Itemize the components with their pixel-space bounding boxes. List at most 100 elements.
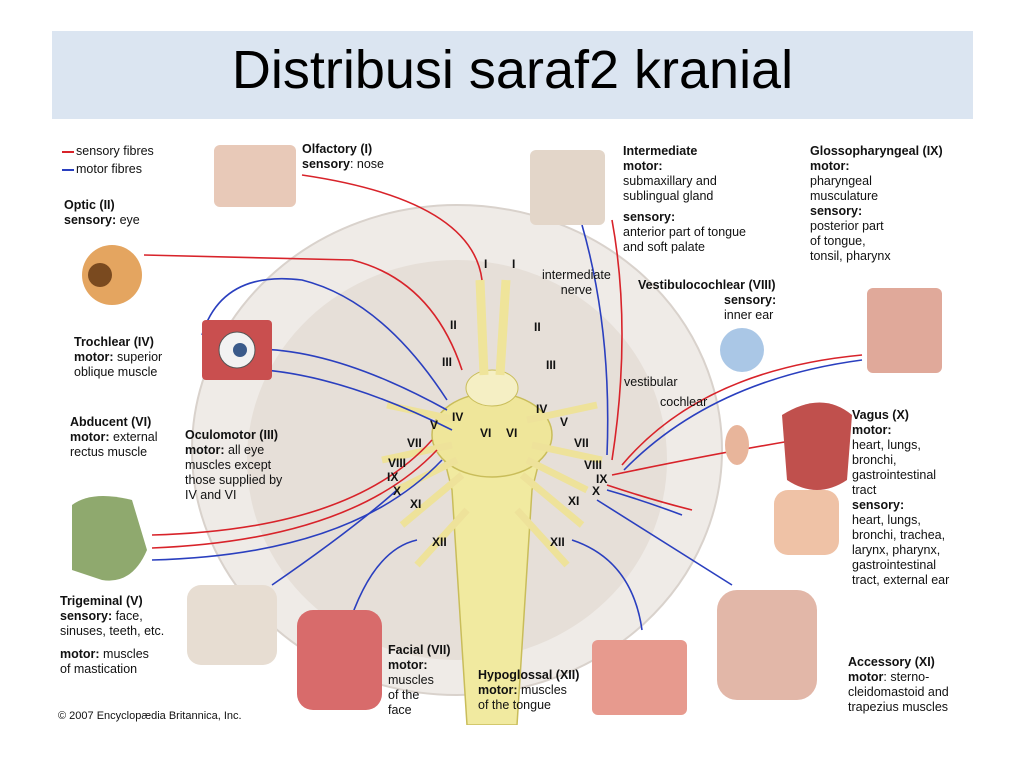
legend-sensory: sensory fibres bbox=[76, 144, 154, 158]
roman-VII-left: VII bbox=[407, 436, 422, 450]
intermediate-nerve-label: intermediate nerve bbox=[542, 268, 611, 298]
vagus-value-3: gastrointestinal bbox=[852, 468, 937, 482]
vestibulocochlear-key: sensory: bbox=[724, 293, 777, 307]
roman-I-right: I bbox=[512, 257, 516, 271]
intermediate-key-2: sensory: bbox=[623, 210, 676, 224]
intermediate-nerve-line-2: nerve bbox=[560, 283, 593, 297]
roman-XII-left: XII bbox=[432, 535, 447, 549]
hypoglossal-value-2: of the tongue bbox=[478, 698, 551, 712]
vagus-key-1: motor: bbox=[852, 423, 892, 437]
pharynx-illustration bbox=[867, 288, 942, 373]
oculomotor-value-1: all eye bbox=[224, 443, 265, 457]
vagus-value-1: heart, lungs, bbox=[852, 438, 921, 452]
roman-X-right: X bbox=[592, 484, 601, 498]
roman-XI-right: XI bbox=[568, 494, 580, 508]
heart-lungs-illustration bbox=[782, 402, 852, 490]
intermediate-value-2: sublingual gland bbox=[623, 189, 714, 203]
abducent-key: motor: bbox=[70, 430, 110, 444]
vagus-label: Vagus (X) motor: heart, lungs, bronchi, … bbox=[852, 408, 949, 588]
roman-III-right: III bbox=[546, 358, 557, 372]
vestibulocochlear-name: Vestibulocochlear (VIII) bbox=[638, 278, 776, 292]
brain-diagram-svg bbox=[62, 145, 942, 725]
vagus-value-8: gastrointestinal bbox=[852, 558, 937, 572]
cochlear-label: cochlear bbox=[660, 395, 708, 409]
optic-chiasm bbox=[465, 369, 519, 407]
roman-VI-left: VI bbox=[480, 426, 492, 440]
optic-key: sensory: bbox=[64, 213, 117, 227]
inner-ear-illustration bbox=[720, 328, 764, 372]
accessory-value-2: cleidomastoid and bbox=[848, 685, 949, 699]
vagus-value-6: bronchi, trachea, bbox=[852, 528, 946, 542]
roman-V-left: V bbox=[430, 418, 439, 432]
trigeminal-key-1: sensory: bbox=[60, 609, 113, 623]
glossopharyngeal-value-5: tonsil, pharynx bbox=[810, 249, 891, 263]
face-muscles-illustration bbox=[297, 610, 382, 710]
roman-XI-left: XI bbox=[410, 497, 422, 511]
glossopharyngeal-value-3: posterior part bbox=[810, 219, 884, 233]
intermediate-value-1: submaxillary and bbox=[623, 174, 717, 188]
oculomotor-key: motor: bbox=[185, 443, 225, 457]
roman-IV-right: IV bbox=[536, 402, 548, 416]
trigeminal-label: Trigeminal (V) sensory: face, sinuses, t… bbox=[60, 594, 164, 677]
abducent-label: Abducent (VI) motor: external rectus mus… bbox=[70, 415, 158, 460]
vestibulocochlear-value: inner ear bbox=[724, 308, 774, 322]
abducent-name: Abducent (VI) bbox=[70, 415, 152, 429]
face-illustration bbox=[72, 496, 147, 581]
olfactory-tract-left bbox=[475, 279, 489, 376]
roman-IX-left: IX bbox=[387, 470, 399, 484]
olfactory-label: Olfactory (I) sensory: nose bbox=[302, 142, 384, 172]
intermediate-key-1: motor: bbox=[623, 159, 663, 173]
glossopharyngeal-value-1: pharyngeal bbox=[810, 174, 872, 188]
hypoglossal-name: Hypoglossal (XII) bbox=[478, 668, 580, 682]
trigeminal-name: Trigeminal (V) bbox=[60, 594, 143, 608]
roman-VI-right: VI bbox=[506, 426, 518, 440]
roman-I-left: I bbox=[484, 257, 488, 271]
roman-III-left: III bbox=[442, 355, 453, 369]
accessory-key: motor bbox=[848, 670, 884, 684]
trochlear-name: Trochlear (IV) bbox=[74, 335, 154, 349]
hypoglossal-key: motor: bbox=[478, 683, 518, 697]
facial-value-2: of the bbox=[388, 688, 420, 702]
optic-name: Optic (II) bbox=[64, 198, 115, 212]
eyeball-iris bbox=[233, 343, 247, 357]
oculomotor-value-2: muscles except bbox=[185, 458, 272, 472]
intermediate-label: Intermediate motor: submaxillary and sub… bbox=[623, 144, 746, 255]
neck-muscles-illustration bbox=[717, 590, 817, 700]
abducent-value-2: rectus muscle bbox=[70, 445, 148, 459]
intermediate-nerve-line-1: intermediate bbox=[542, 268, 611, 282]
roman-II-right: II bbox=[534, 320, 541, 334]
hypoglossal-value-1: muscles bbox=[517, 683, 567, 697]
copyright-text: © 2007 Encyclopædia Britannica, Inc. bbox=[58, 710, 242, 722]
facial-value-1: muscles bbox=[388, 673, 434, 687]
intermediate-name: Intermediate bbox=[623, 144, 698, 158]
oculomotor-value-4: IV and VI bbox=[185, 488, 237, 502]
roman-II-left: II bbox=[450, 318, 457, 332]
accessory-value-3: trapezius muscles bbox=[848, 700, 949, 714]
trigeminal-value-2: sinuses, teeth, etc. bbox=[60, 624, 165, 638]
optic-label: Optic (II) sensory: eye bbox=[64, 198, 140, 228]
olfactory-key: sensory bbox=[302, 157, 350, 171]
trigeminal-value-1: face, bbox=[112, 609, 143, 623]
optic-value: eye bbox=[116, 213, 140, 227]
glossopharyngeal-key-1: motor: bbox=[810, 159, 850, 173]
roman-XII-right: XII bbox=[550, 535, 565, 549]
roman-X-left: X bbox=[393, 484, 402, 498]
intermediate-value-3: anterior part of tongue bbox=[623, 225, 746, 239]
ear-illustration bbox=[725, 425, 749, 465]
legend-motor: motor fibres bbox=[76, 162, 142, 176]
vagus-name: Vagus (X) bbox=[852, 408, 909, 422]
olfactory-name: Olfactory (I) bbox=[302, 142, 373, 156]
facial-name: Facial (VII) bbox=[388, 643, 451, 657]
intermediate-value-4: and soft palate bbox=[623, 240, 706, 254]
glossopharyngeal-value-2: musculature bbox=[810, 189, 879, 203]
facial-key: motor: bbox=[388, 658, 428, 672]
vagus-value-7: larynx, pharynx, bbox=[852, 543, 941, 557]
roman-IV-left: IV bbox=[452, 410, 464, 424]
olfactory-value: : nose bbox=[349, 157, 385, 171]
oculomotor-name: Oculomotor (III) bbox=[185, 428, 279, 442]
trochlear-value-1: superior bbox=[113, 350, 163, 364]
cranial-nerves-figure: sensory fibres motor fibres Olfactory (I… bbox=[52, 130, 973, 725]
glossopharyngeal-name: Glossopharyngeal (IX) bbox=[810, 144, 943, 158]
trochlear-key: motor: bbox=[74, 350, 114, 364]
vagus-value-4: tract bbox=[852, 483, 877, 497]
